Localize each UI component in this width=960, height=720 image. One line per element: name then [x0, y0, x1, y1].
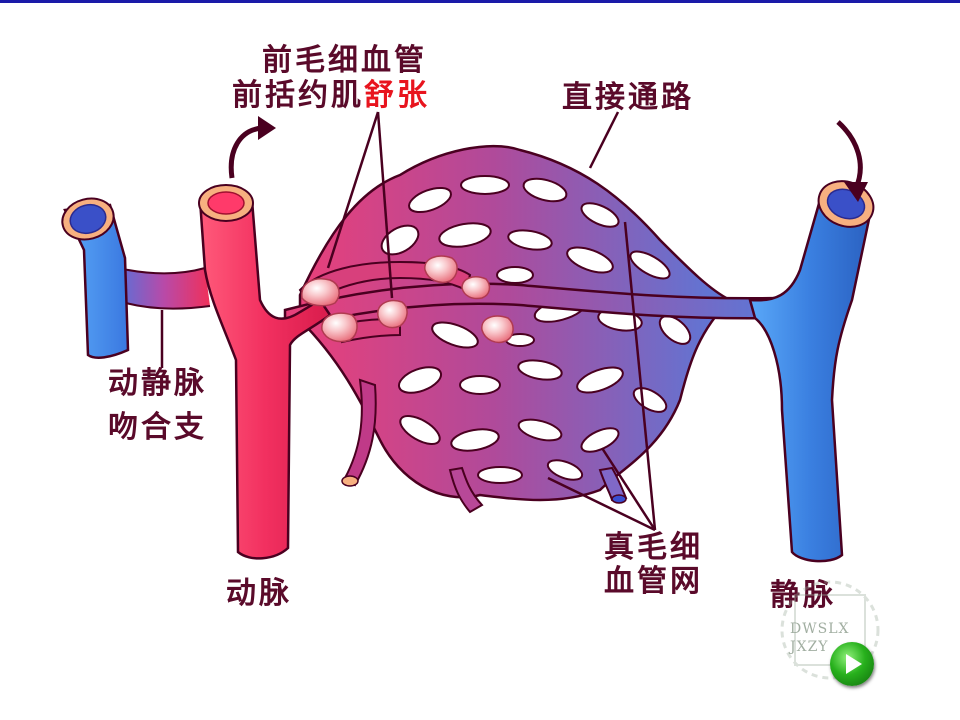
play-button[interactable]	[830, 642, 874, 686]
av-shunt	[118, 268, 210, 309]
label-sphincter-prefix: 前括约肌	[232, 78, 364, 113]
artery-arrowhead	[258, 116, 276, 140]
watermark-line1: DWSLX	[790, 621, 850, 637]
artery	[198, 198, 332, 560]
left-venule	[63, 203, 130, 359]
precapillary-sphincters	[301, 255, 514, 344]
label-precapillary: 前毛细血管	[262, 43, 427, 78]
lower-branch	[448, 466, 484, 514]
label-anastomosis-line2: 吻合支	[108, 410, 207, 445]
label-artery: 动脉	[226, 576, 292, 611]
label-sphincter-state: 舒张	[364, 78, 430, 113]
label-vein: 静脉	[770, 578, 836, 613]
vein-arrowhead	[844, 182, 868, 202]
watermark-text: DWSLX JXZY	[790, 620, 849, 656]
play-icon	[846, 654, 862, 674]
label-true-capillary-line2: 血管网	[604, 564, 703, 599]
artery-flow-arrow	[228, 125, 263, 179]
top-border	[0, 0, 960, 3]
label-anastomosis-line1: 动静脉	[108, 366, 207, 401]
watermark-line2: JXZY	[790, 639, 829, 655]
label-sphincter: 前括约肌舒张	[232, 78, 430, 114]
label-true-capillary-line1: 真毛细	[604, 530, 703, 565]
vein-flow-arrow	[836, 120, 863, 189]
vein	[748, 198, 874, 563]
leader-lines	[160, 111, 657, 532]
label-thoroughfare: 直接通路	[562, 80, 694, 115]
